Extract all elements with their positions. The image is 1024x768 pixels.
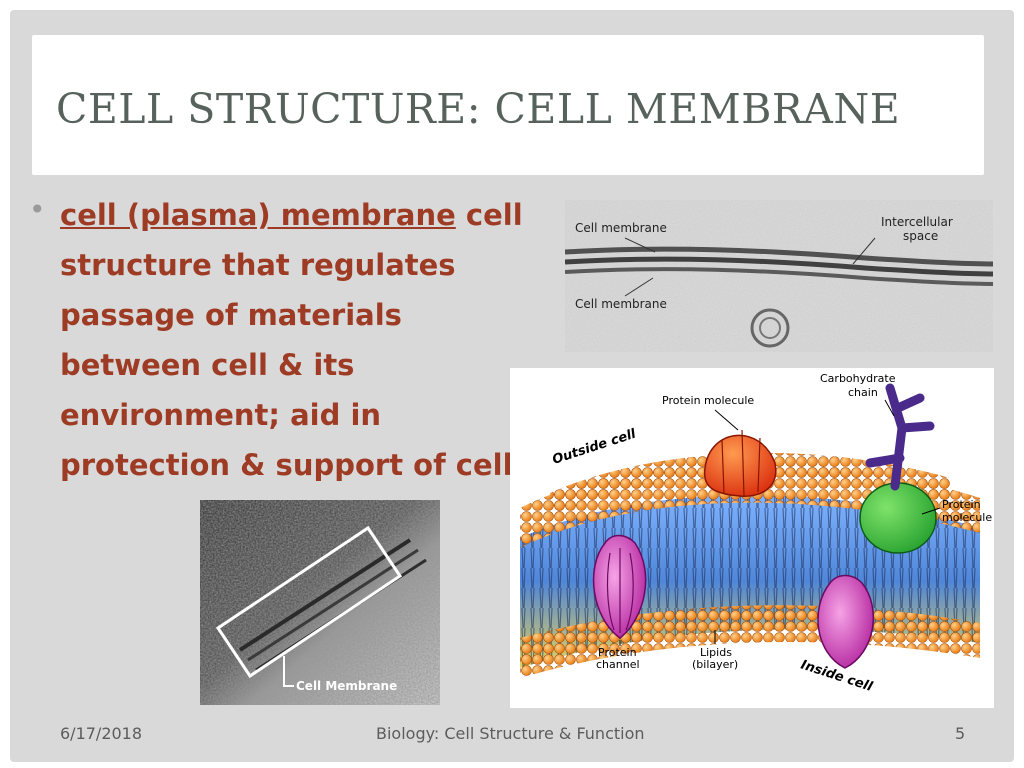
bullet-definition: cell structure that regulates passage of… — [60, 198, 523, 482]
title-box: CELL STRUCTURE: CELL MEMBRANE — [32, 35, 984, 175]
label-carbohydrate-1: Carbohydrate — [820, 372, 896, 385]
bullet-text: cell (plasma) membrane cell structure th… — [60, 190, 535, 490]
label-protein-channel-2: channel — [596, 658, 640, 671]
label-protein-right-1: Protein — [942, 498, 981, 511]
top-photo-label-right-1: Intercellular — [881, 215, 953, 229]
membrane-micrograph-top: Cell membrane Cell membrane Intercellula… — [565, 200, 993, 352]
slide: CELL STRUCTURE: CELL MEMBRANE • cell (pl… — [10, 10, 1014, 762]
label-lipids-1: Lipids — [700, 646, 732, 659]
bullet-term: cell (plasma) membrane — [60, 198, 456, 232]
top-photo-label-right-2: space — [903, 229, 938, 243]
bullet-marker: • — [29, 193, 46, 226]
footer-page-number: 5 — [955, 724, 966, 743]
label-protein-molecule-top: Protein molecule — [662, 394, 754, 407]
label-protein-right-2: molecule — [942, 511, 992, 524]
footer-date: 6/17/2018 — [60, 724, 143, 743]
footer-title: Biology: Cell Structure & Function — [376, 724, 645, 743]
top-photo-label-bottom: Cell membrane — [575, 297, 667, 311]
membrane-diagram: Protein molecule Carbohydrate chain Prot… — [510, 368, 994, 708]
label-lipids-2: (bilayer) — [692, 658, 738, 671]
left-photo-label: Cell Membrane — [296, 679, 397, 693]
slide-title: CELL STRUCTURE: CELL MEMBRANE — [56, 85, 901, 133]
label-carbohydrate-2: chain — [848, 386, 878, 399]
membrane-micrograph-left: Cell Membrane — [200, 500, 440, 705]
label-outside-cell: Outside cell — [551, 427, 639, 468]
label-protein-channel-1: Protein — [598, 646, 637, 659]
top-photo-label-top: Cell membrane — [575, 221, 667, 235]
